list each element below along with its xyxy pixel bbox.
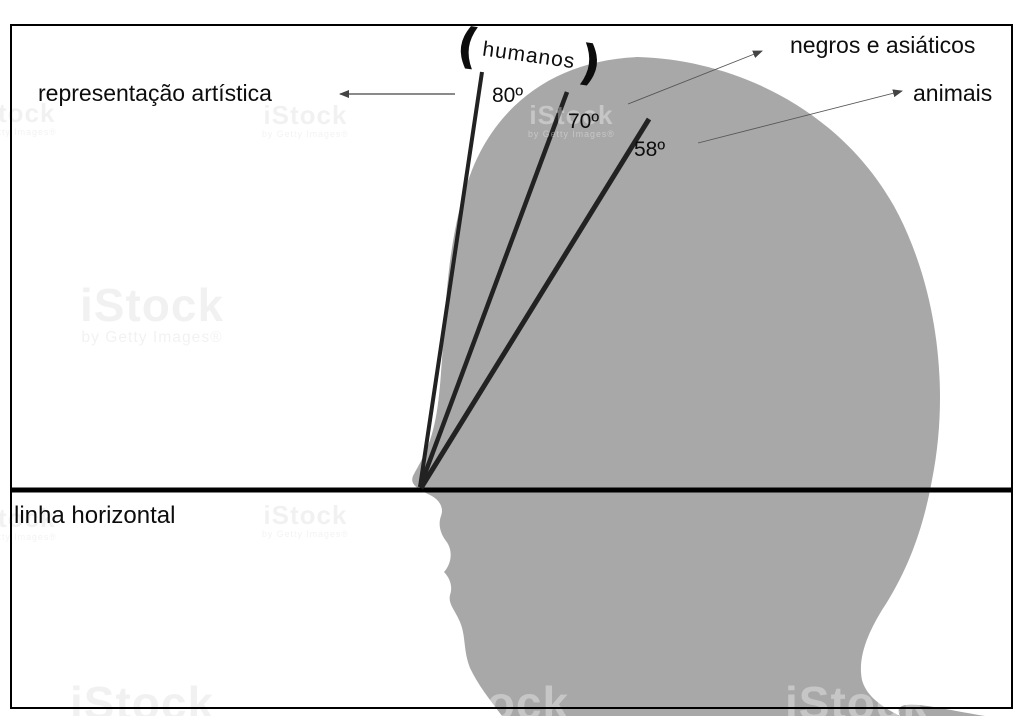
animais-label: animais: [913, 80, 993, 106]
head-silhouette: [412, 57, 985, 716]
angle-line-70: [417, 91, 570, 488]
arrow-animais: [697, 89, 903, 144]
horizontal-line-label: linha horizontal: [14, 502, 176, 529]
artistic-representation-label: representação artística: [38, 80, 272, 106]
humanos-label: humanos: [481, 37, 577, 73]
angle-label-70: 70º: [568, 110, 600, 133]
angle-label-80: 80º: [492, 84, 524, 107]
open-bracket: (: [453, 17, 483, 76]
angle-line-80: [418, 71, 484, 488]
arrow-negros: [627, 50, 763, 105]
negros-asiaticos-label: negros e asiáticos: [790, 32, 976, 58]
angle-line-58: [418, 117, 652, 490]
angle-label-58: 58º: [634, 138, 666, 161]
